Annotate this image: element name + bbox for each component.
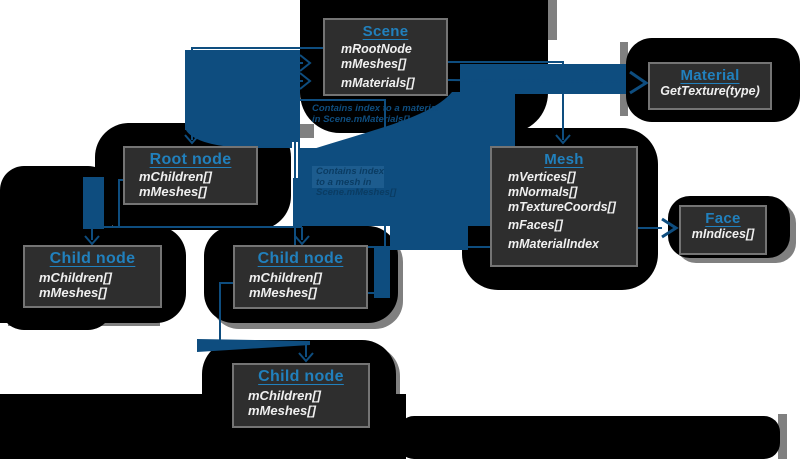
class-member: mChildren[]	[139, 169, 212, 184]
class-member: mMaterialIndex	[508, 237, 600, 251]
face-class-box: Face mIndices[]	[679, 205, 767, 255]
class-title: Mesh	[544, 151, 584, 168]
class-title: Material	[680, 67, 740, 84]
annotation-line: Scene.mMeshes[]	[316, 187, 397, 198]
class-title: Scene	[362, 23, 409, 40]
child-node-middle-box: Child node mChildren[] mMeshes[]	[233, 245, 368, 309]
class-member: mChildren[]	[39, 270, 112, 285]
material-class-box: Material GetTexture(type)	[648, 62, 772, 110]
connector-lines	[84, 47, 679, 363]
blue-blobs	[83, 50, 626, 352]
class-member: mChildren[]	[248, 388, 321, 403]
class-title: Child node	[258, 368, 344, 385]
annotation-line: Contains index to a material	[312, 103, 439, 114]
class-member: mMeshes[]	[249, 285, 317, 300]
class-member: mMeshes[]	[248, 403, 316, 418]
class-member: mIndices[]	[691, 227, 755, 241]
material-index-annotation: Contains index to a material in Scene.mM…	[312, 103, 439, 125]
child-node-bottom-box: Child node mChildren[] mMeshes[]	[232, 363, 370, 428]
class-title: Root node	[149, 151, 232, 168]
class-member: mVertices[]	[508, 170, 576, 184]
class-member: mNormals[]	[508, 185, 578, 199]
child-node-left-box: Child node mChildren[] mMeshes[]	[23, 245, 162, 308]
annotation-line: to a mesh in	[316, 176, 372, 188]
class-member: GetTexture(type)	[660, 84, 760, 98]
scene-class-box: Scene mRootNode mMeshes[] mMaterials[]	[323, 18, 448, 96]
class-member: mChildren[]	[249, 270, 322, 285]
root-node-box: Root node mChildren[] mMeshes[]	[123, 146, 258, 205]
class-title: Face	[705, 210, 741, 227]
light-blue-patch	[312, 166, 384, 188]
class-member: mTextureCoords[]	[508, 200, 616, 214]
class-member: mMeshes[]	[39, 285, 107, 300]
class-member: mRootNode	[341, 42, 412, 56]
class-title: Child node	[257, 250, 344, 267]
class-member: mMaterials[]	[341, 76, 415, 90]
annotation-line: in Scene.mMaterials[]	[312, 113, 410, 125]
class-member: mFaces[]	[508, 218, 563, 232]
mesh-class-box: Mesh mVertices[] mNormals[] mTextureCoor…	[490, 146, 638, 267]
class-member: mMeshes[]	[341, 57, 407, 71]
class-member: mMeshes[]	[139, 184, 207, 199]
class-title: Child node	[49, 250, 136, 267]
mesh-index-annotation: Contains index to a mesh in Scene.mMeshe…	[316, 166, 397, 199]
annotation-line: Contains index	[316, 166, 385, 177]
